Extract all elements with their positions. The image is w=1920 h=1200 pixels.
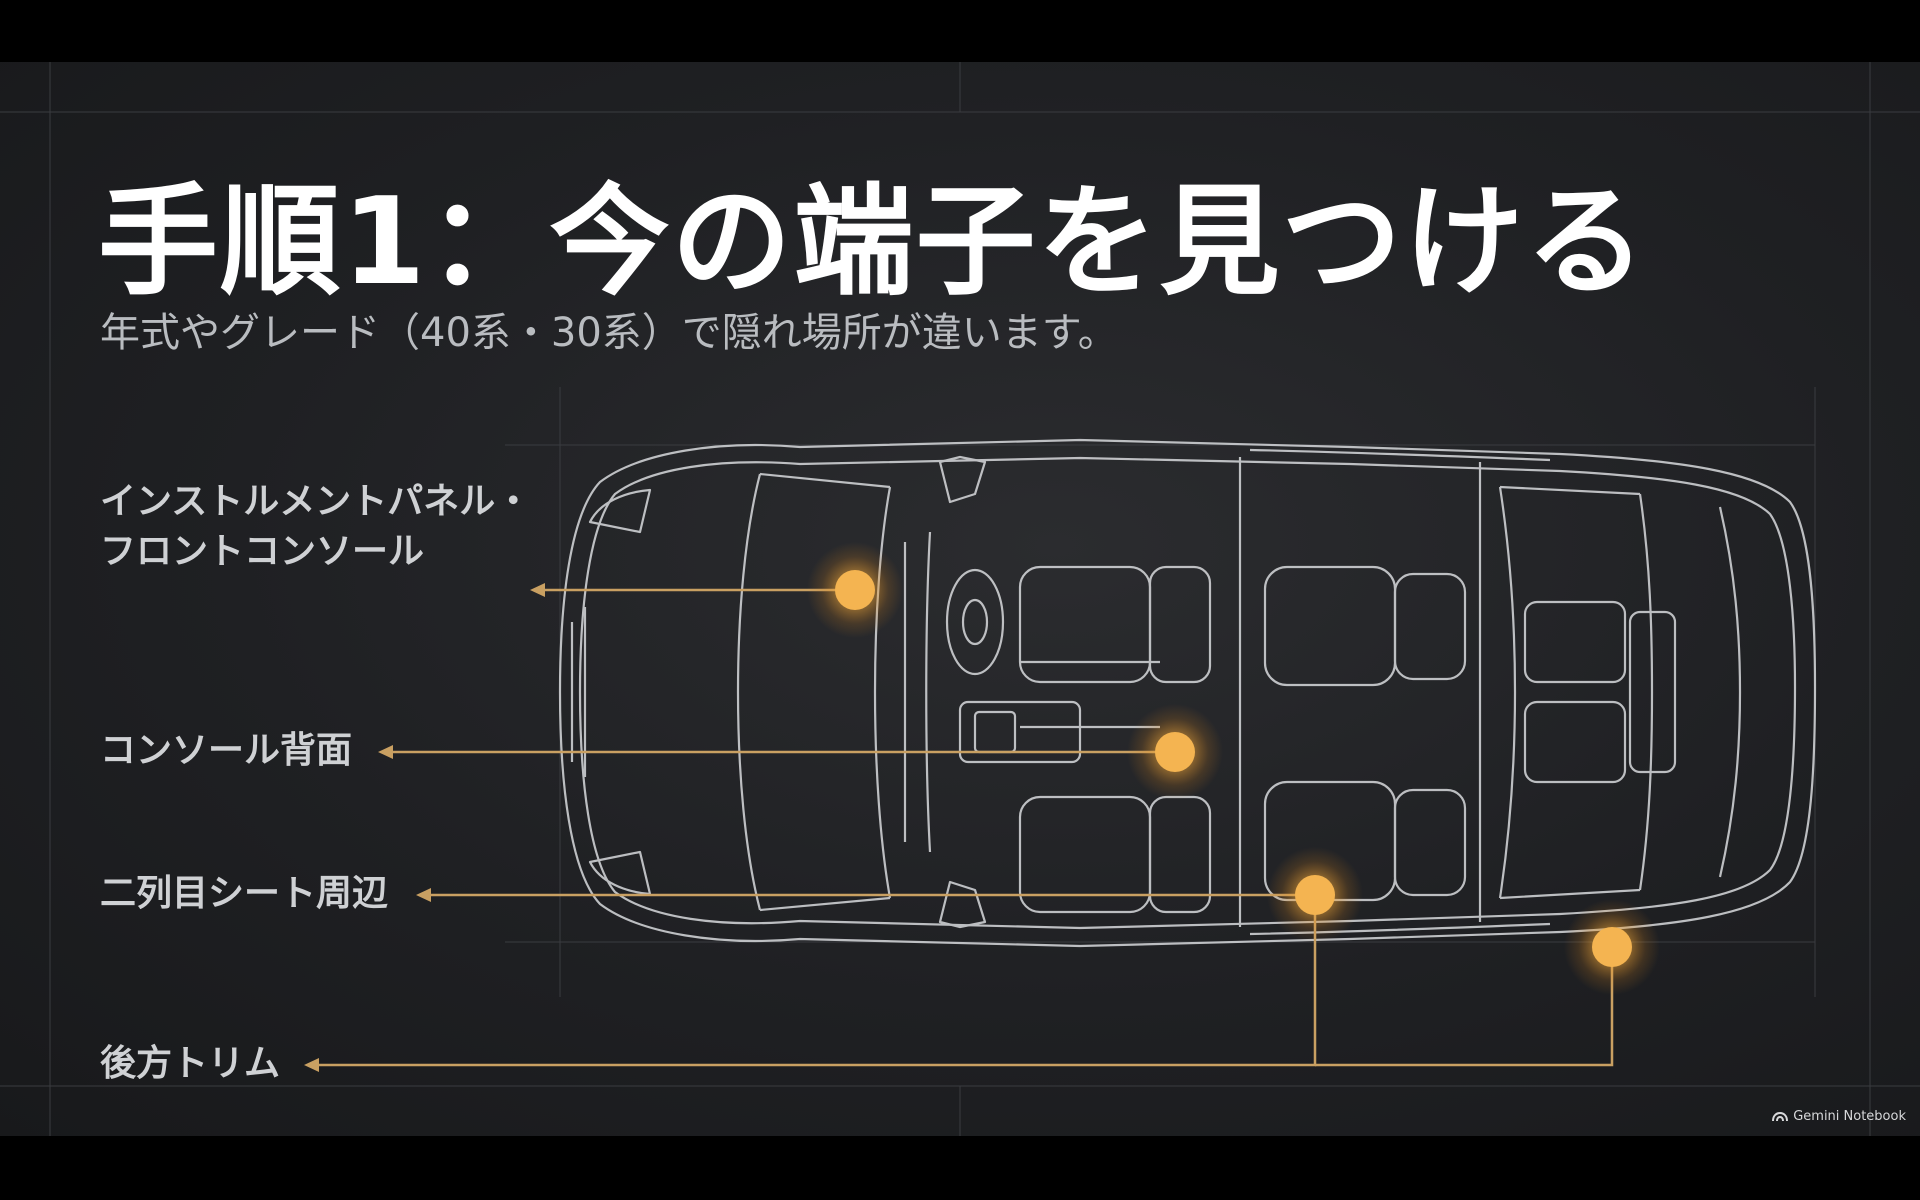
footer-brand-text: Gemini Notebook <box>1793 1109 1906 1124</box>
car-outline <box>558 438 1817 948</box>
hotspot-instrument-panel <box>835 570 875 610</box>
slide: 手順1：今の端子を見つける 年式やグレード（40系・30系）で隠れ場所が違います… <box>0 62 1920 1136</box>
footer-brand: Gemini Notebook <box>1772 1109 1906 1124</box>
arrowhead-3 <box>416 888 431 902</box>
hotspot-console-back <box>1155 732 1195 772</box>
label-instrument-panel: インストルメントパネル・ フロントコンソール <box>100 477 531 577</box>
letterbox-top <box>0 0 1920 62</box>
leader-lines <box>318 588 1614 1067</box>
label-rear-trim: 後方トリム <box>100 1043 281 1084</box>
page-subtitle: 年式やグレード（40系・30系）で隠れ場所が違います。 <box>100 310 1118 356</box>
label-instrument-panel-line1: インストルメントパネル・ <box>100 481 532 522</box>
arrowhead-1 <box>530 583 545 597</box>
gemini-notebook-icon <box>1772 1111 1789 1121</box>
car-diagram <box>304 438 1817 1072</box>
page-title: 手順1：今の端子を見つける <box>98 173 1648 312</box>
label-second-row: 二列目シート周辺 <box>100 873 389 914</box>
hotspot-second-row <box>1295 875 1335 915</box>
hotspot-rear-trim <box>1592 927 1632 967</box>
label-instrument-panel-line2: フロントコンソール <box>100 531 425 572</box>
arrowhead-2 <box>378 745 393 759</box>
arrowhead-4 <box>304 1058 319 1072</box>
label-console-back: コンソール背面 <box>100 730 353 771</box>
leader-arrowheads <box>304 583 545 1072</box>
hotspots <box>807 542 1660 995</box>
letterbox-bottom <box>0 1136 1920 1200</box>
